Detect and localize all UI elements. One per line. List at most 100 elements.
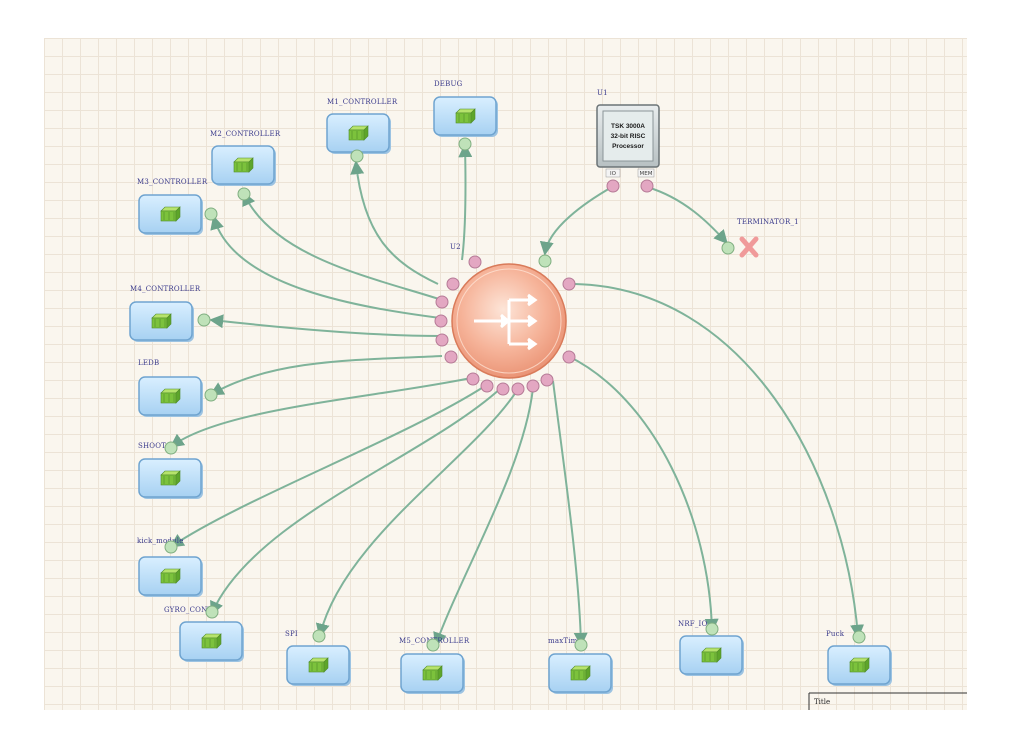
node-label: M1_CONTROLLER [327, 98, 398, 106]
node-m1[interactable]: M1_CONTROLLER [326, 98, 398, 163]
wire-puck[interactable] [574, 283, 865, 639]
hub-port[interactable] [446, 277, 460, 291]
wire-kick[interactable] [169, 385, 486, 548]
hub-port[interactable] [435, 295, 449, 309]
module-icon [455, 108, 476, 124]
node-gyro[interactable]: GYRO_CONT [164, 605, 244, 662]
hub-port[interactable] [562, 350, 576, 364]
node-port[interactable] [852, 630, 866, 644]
module-icon [160, 388, 181, 404]
wire-gyro[interactable] [210, 387, 502, 616]
hub-port[interactable] [480, 379, 494, 393]
node-port[interactable] [205, 605, 219, 619]
node-label: NRF_IO [678, 620, 708, 628]
hub-port[interactable] [562, 277, 576, 291]
node-label: DEBUG [434, 80, 463, 88]
processor-port-io-label: IO [610, 171, 617, 177]
node-label: kick_module [137, 537, 184, 545]
hub-port[interactable] [444, 350, 458, 364]
node-m2[interactable]: M2_CONTROLLER [210, 130, 281, 201]
node-nrf[interactable]: NRF_IO [678, 620, 744, 676]
hub-port[interactable] [511, 382, 525, 396]
node-port[interactable] [204, 388, 218, 402]
node-ledb[interactable]: LEDB [138, 359, 218, 417]
hub-port[interactable] [435, 333, 449, 347]
node-debug[interactable]: DEBUG [433, 80, 498, 151]
node-port[interactable] [312, 629, 326, 643]
node-port[interactable] [426, 638, 440, 652]
hub-port[interactable] [496, 382, 510, 396]
node-label: M2_CONTROLLER [210, 130, 281, 138]
node-maxtime[interactable]: maxTime [548, 637, 613, 694]
node-port[interactable] [458, 137, 472, 151]
node-port[interactable] [164, 441, 178, 455]
node-shoot[interactable]: SHOOT [138, 441, 203, 499]
hub-port-group [434, 255, 576, 396]
module-icon [160, 470, 181, 486]
interconnect-diagram: U2 M2_CONTROLLER M1_CONTROLLER DEBUG M3_CON… [129, 80, 967, 710]
wire-spi[interactable] [315, 388, 519, 638]
title-block: Title [808, 692, 967, 710]
processor-line-2: 32-bit RISC [611, 133, 646, 140]
hub-port[interactable] [434, 314, 448, 328]
wire-m3[interactable] [210, 215, 441, 319]
node-port[interactable] [574, 638, 588, 652]
module-icon [308, 657, 329, 673]
module-icon [849, 657, 870, 673]
hub-port[interactable] [468, 255, 482, 269]
processor-port-io[interactable] [606, 179, 620, 193]
interconnect-icon [474, 293, 538, 351]
terminator-label: TERMINATOR_1 [737, 218, 799, 226]
node-port[interactable] [164, 540, 178, 554]
node-port[interactable] [237, 187, 251, 201]
wire-nrf[interactable] [567, 355, 719, 633]
hub-port[interactable] [466, 372, 480, 386]
module-icon [151, 313, 172, 329]
module-icon [160, 568, 181, 584]
node-label: SPI [285, 630, 298, 638]
module-icon [160, 206, 181, 222]
node-puck[interactable]: Puck [826, 630, 892, 686]
hub-io-port[interactable] [538, 254, 552, 268]
node-m3[interactable]: M3_CONTROLLER [137, 178, 218, 235]
node-label: M3_CONTROLLER [137, 178, 208, 186]
wire-maxtime[interactable] [552, 380, 588, 647]
wire-proc-io[interactable] [539, 186, 613, 256]
module-icon [233, 157, 254, 173]
wire-m4[interactable] [209, 314, 442, 337]
node-port[interactable] [705, 622, 719, 636]
node-port[interactable] [204, 207, 218, 221]
module-icon [570, 665, 591, 681]
node-m5[interactable]: M5_CONTROLLER [399, 637, 470, 694]
node-label: GYRO_CONT [164, 606, 212, 614]
processor-u1[interactable]: U1 TSK 3000A 32-bit RISC Processor IO ME… [538, 89, 660, 268]
hub-port[interactable] [540, 373, 554, 387]
node-port[interactable] [350, 149, 364, 163]
schematic-canvas[interactable]: U2 M2_CONTROLLER M1_CONTROLLER DEBUG M3_CON… [44, 38, 967, 710]
processor-line-3: Processor [612, 143, 644, 150]
node-label: SHOOT [138, 442, 166, 450]
wire-debug[interactable] [458, 143, 473, 261]
processor-port-mem[interactable] [640, 179, 654, 193]
wire-m2[interactable] [242, 191, 443, 301]
node-group: M2_CONTROLLER M1_CONTROLLER DEBUG M3_CONTRO… [129, 80, 892, 694]
close-icon [739, 236, 759, 258]
module-icon [701, 647, 722, 663]
node-kick[interactable]: kick_module [137, 537, 203, 597]
node-spi[interactable]: SPI [285, 629, 351, 686]
hub-u2[interactable]: U2 [450, 243, 567, 379]
wire-ledb[interactable] [209, 355, 443, 396]
terminator-1[interactable]: TERMINATOR_1 [721, 218, 799, 258]
processor-ref: U1 [597, 89, 608, 97]
node-m4[interactable]: M4_CONTROLLER [129, 285, 211, 342]
wire-proc-mem[interactable] [646, 186, 728, 245]
module-icon [422, 665, 443, 681]
wire-m5[interactable] [433, 387, 534, 647]
node-port[interactable] [197, 313, 211, 327]
wire-shoot[interactable] [169, 377, 472, 448]
wire-m1[interactable] [350, 160, 439, 285]
wire-group [169, 143, 865, 647]
hub-port[interactable] [526, 379, 540, 393]
title-block-label: Title [814, 698, 830, 706]
processor-line-1: TSK 3000A [611, 123, 645, 130]
